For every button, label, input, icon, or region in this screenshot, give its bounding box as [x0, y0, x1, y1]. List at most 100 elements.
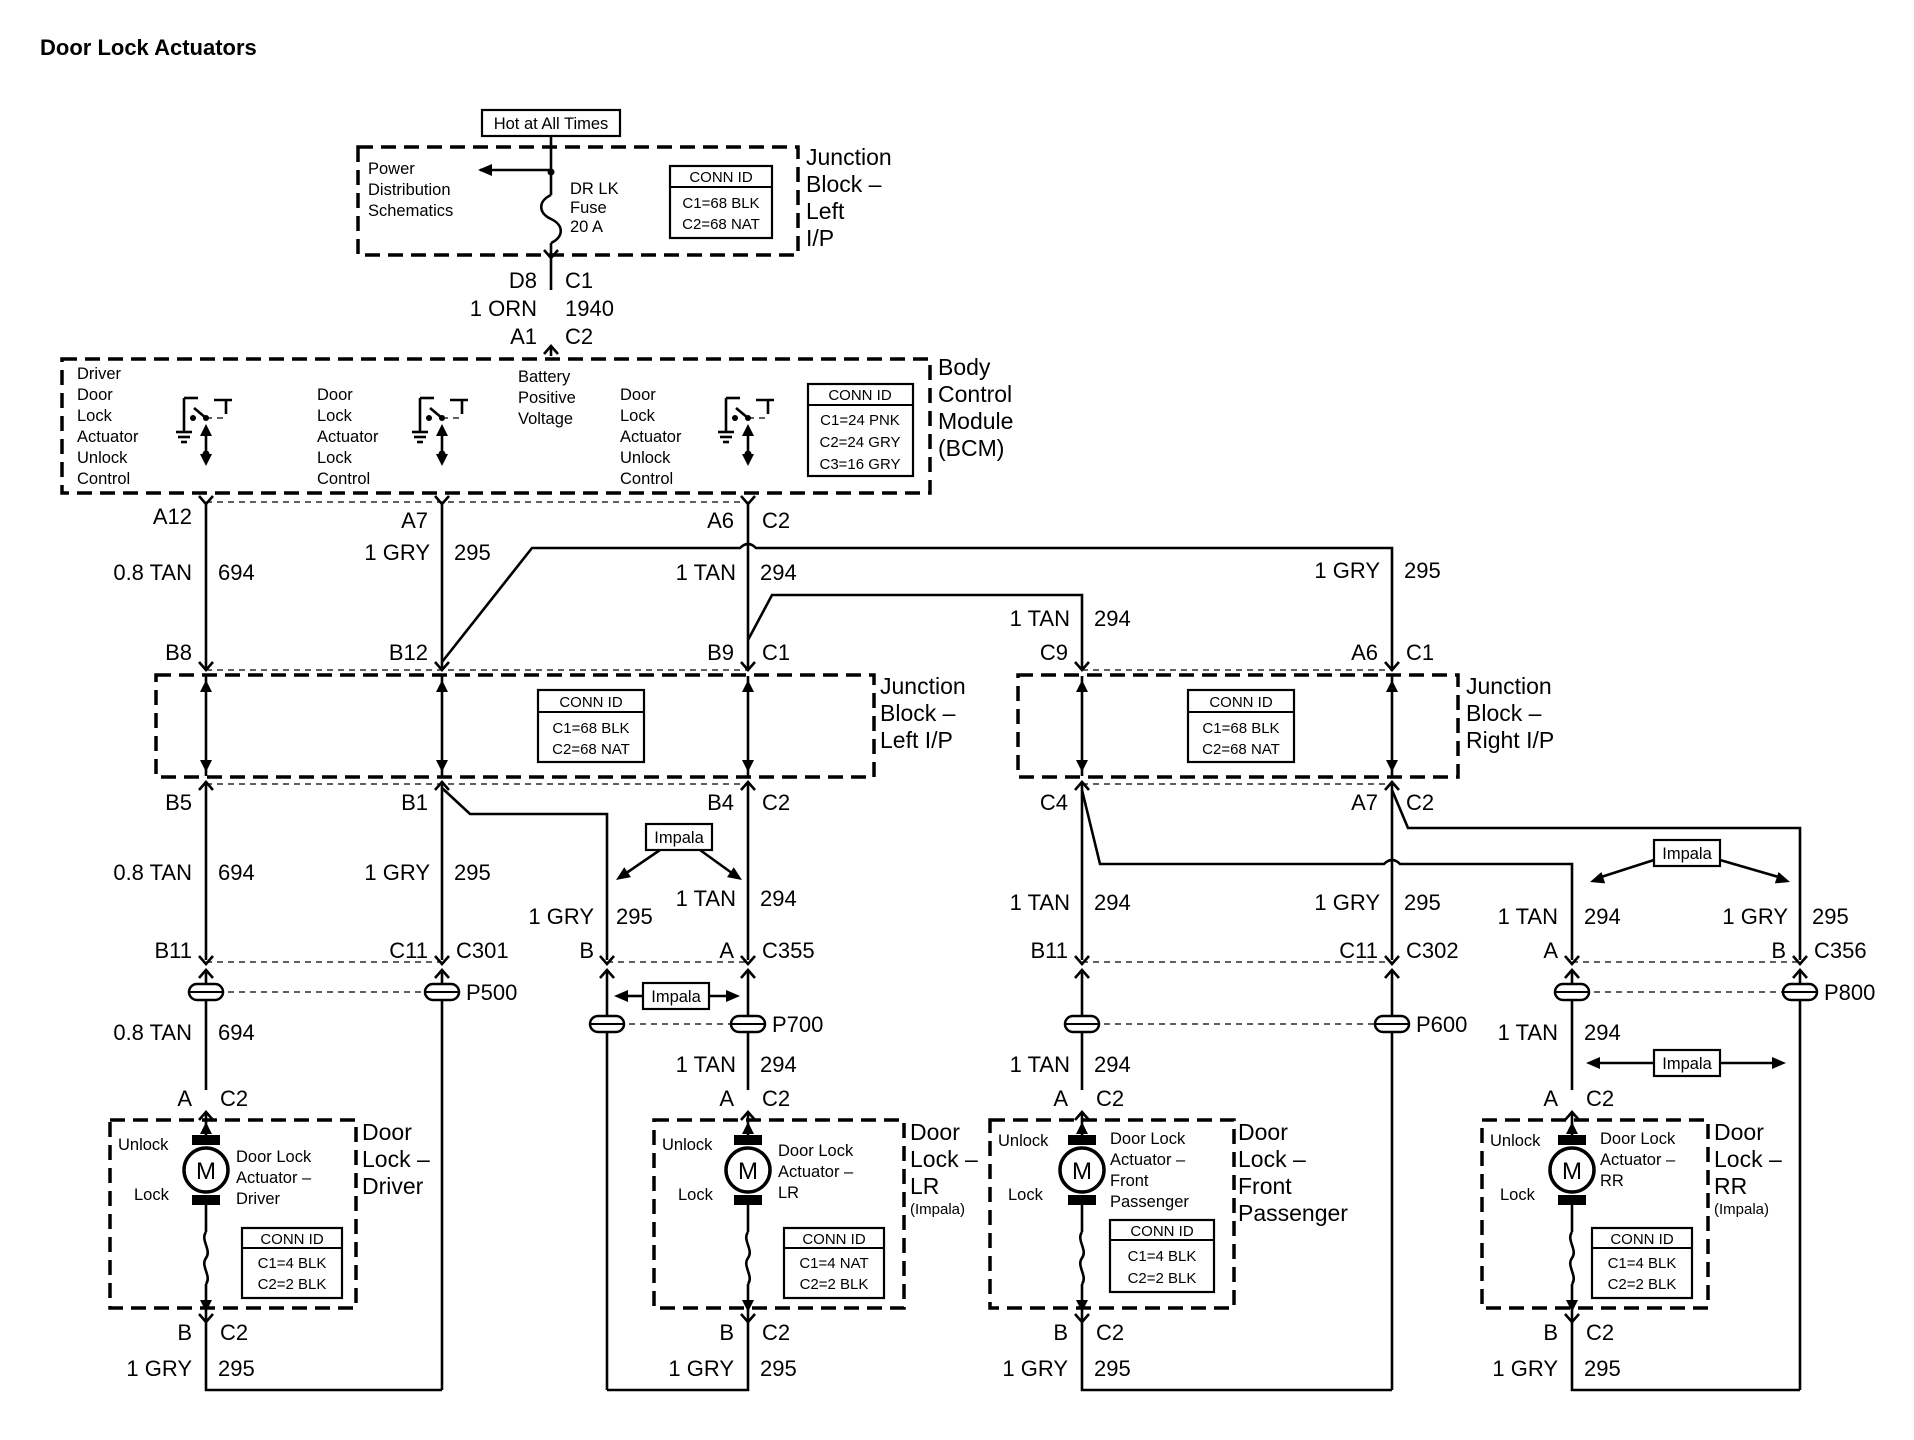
svg-text:Impala: Impala — [1662, 1055, 1712, 1073]
svg-text:1 GRY: 1 GRY — [1314, 890, 1380, 915]
svg-text:0.8 TAN: 0.8 TAN — [113, 1020, 192, 1045]
connector-row-labels: B11 C11 C301 B A C355 B11 C11 C302 A B C… — [154, 938, 1866, 963]
svg-text:294: 294 — [1584, 1020, 1621, 1045]
svg-text:Door Lock: Door Lock — [236, 1148, 312, 1166]
svg-text:Door: Door — [362, 1119, 412, 1145]
svg-text:B: B — [177, 1320, 192, 1345]
svg-text:1 GRY: 1 GRY — [364, 860, 430, 885]
svg-text:1 TAN: 1 TAN — [1498, 904, 1558, 929]
svg-text:Actuator: Actuator — [77, 428, 139, 446]
svg-text:Impala: Impala — [1662, 845, 1712, 863]
svg-text:694: 694 — [218, 560, 255, 585]
svg-text:294: 294 — [760, 560, 797, 585]
svg-text:C1=68 BLK: C1=68 BLK — [552, 720, 629, 737]
svg-text:C1=68 BLK: C1=68 BLK — [682, 195, 759, 212]
conn-id-bcm: CONN ID C1=24 PNK C2=24 GRY C3=16 GRY — [806, 382, 915, 478]
svg-text:Control: Control — [77, 470, 130, 488]
conn-id-jb-left: CONN ID C1=68 BLK C2=68 NAT — [536, 688, 646, 764]
door-lock-actuator-rr: M Unlock Lock Door Lock Actuator – RR CO… — [1480, 1112, 1710, 1320]
svg-text:B: B — [1771, 938, 1786, 963]
svg-text:Battery: Battery — [518, 368, 571, 386]
svg-text:M: M — [1072, 1158, 1092, 1185]
svg-text:Fuse: Fuse — [570, 199, 607, 217]
svg-text:Unlock: Unlock — [620, 449, 671, 467]
actuator-top-pin-labels: A C2 A C2 A C2 A C2 — [177, 1086, 1614, 1111]
bcm-name: Body Control Module (BCM) — [938, 354, 1013, 461]
svg-text:Lock: Lock — [1008, 1186, 1044, 1204]
svg-text:Junction: Junction — [806, 144, 892, 170]
svg-text:294: 294 — [760, 1052, 797, 1077]
svg-text:Voltage: Voltage — [518, 410, 573, 428]
body-control-module — [60, 357, 932, 495]
svg-text:1 GRY: 1 GRY — [126, 1356, 192, 1381]
svg-text:M: M — [196, 1158, 216, 1185]
svg-text:B12: B12 — [389, 640, 428, 665]
svg-text:294: 294 — [1094, 890, 1131, 915]
svg-text:CONN ID: CONN ID — [260, 1231, 324, 1248]
svg-text:1 GRY: 1 GRY — [528, 904, 594, 929]
jb-right-internal-wires — [1076, 676, 1398, 776]
svg-text:C2=2 BLK: C2=2 BLK — [1128, 1270, 1197, 1287]
svg-text:1 GRY: 1 GRY — [668, 1356, 734, 1381]
svg-text:I/P: I/P — [806, 225, 834, 251]
svg-text:Door Lock: Door Lock — [1600, 1130, 1676, 1148]
svg-text:Front: Front — [1238, 1173, 1292, 1199]
svg-text:1 ORN: 1 ORN — [470, 296, 537, 321]
svg-text:Impala: Impala — [651, 988, 701, 1006]
svg-text:C2: C2 — [762, 1320, 790, 1345]
svg-text:Right I/P: Right I/P — [1466, 727, 1554, 753]
svg-text:295: 295 — [616, 904, 653, 929]
svg-text:1 TAN: 1 TAN — [1498, 1020, 1558, 1045]
impala-label-p700: Impala — [614, 981, 740, 1011]
impala-label-p800: Impala — [1586, 1048, 1786, 1078]
svg-text:Left I/P: Left I/P — [880, 727, 953, 753]
svg-text:M: M — [738, 1158, 758, 1185]
svg-text:0.8 TAN: 0.8 TAN — [113, 860, 192, 885]
p800-label: P800 — [1824, 980, 1875, 1005]
svg-text:Module: Module — [938, 408, 1013, 434]
svg-text:CONN ID: CONN ID — [1130, 1223, 1194, 1240]
svg-text:(BCM): (BCM) — [938, 435, 1004, 461]
door-lock-actuator-driver: M Unlock Lock Door Lock Actuator – Drive… — [108, 1112, 358, 1320]
hot-at-all-times-label: Hot at All Times — [480, 108, 622, 138]
svg-text:B8: B8 — [165, 640, 192, 665]
svg-text:Block –: Block – — [1466, 700, 1542, 726]
lr-actuator-name: Door Lock – LR (Impala) — [910, 1119, 978, 1218]
svg-text:295: 295 — [760, 1356, 797, 1381]
bcm-lock-control-label: Door Lock Actuator Lock Control — [317, 386, 379, 488]
svg-text:B: B — [579, 938, 594, 963]
svg-text:A: A — [1053, 1086, 1068, 1111]
svg-text:C1=4 BLK: C1=4 BLK — [258, 1255, 327, 1272]
svg-text:(Impala): (Impala) — [910, 1201, 965, 1218]
svg-text:C301: C301 — [456, 938, 509, 963]
svg-text:Door Lock: Door Lock — [1110, 1130, 1186, 1148]
svg-text:Control: Control — [317, 470, 370, 488]
svg-text:Lock: Lock — [317, 407, 353, 425]
svg-text:A: A — [1543, 1086, 1558, 1111]
svg-text:C1: C1 — [1406, 640, 1434, 665]
svg-text:Unlock: Unlock — [662, 1136, 713, 1154]
svg-text:Body: Body — [938, 354, 991, 380]
svg-text:CONN ID: CONN ID — [559, 694, 623, 711]
svg-text:B: B — [719, 1320, 734, 1345]
svg-text:A: A — [177, 1086, 192, 1111]
svg-text:C1=68 BLK: C1=68 BLK — [1202, 720, 1279, 737]
svg-text:Actuator: Actuator — [620, 428, 682, 446]
impala-label-lr: Impala — [612, 822, 746, 885]
svg-text:A6: A6 — [707, 508, 734, 533]
svg-text:Driver: Driver — [77, 365, 122, 383]
rr-actuator-name: Door Lock – RR (Impala) — [1714, 1119, 1782, 1218]
svg-text:Block –: Block – — [880, 700, 956, 726]
svg-text:C2=2 BLK: C2=2 BLK — [258, 1276, 327, 1293]
svg-text:(Impala): (Impala) — [1714, 1201, 1769, 1218]
bcm-pin-labels: A12 A7 A6 C2 — [153, 504, 790, 533]
svg-text:C2=2 BLK: C2=2 BLK — [1608, 1276, 1677, 1293]
svg-text:Actuator –: Actuator – — [778, 1163, 854, 1181]
svg-text:LR: LR — [910, 1173, 939, 1199]
svg-text:Door: Door — [620, 386, 656, 404]
svg-text:Lock: Lock — [1500, 1186, 1536, 1204]
fuse-symbol — [539, 168, 563, 290]
svg-text:Unlock: Unlock — [77, 449, 128, 467]
jb-input-pin-labels: B8 B12 B9 C1 C9 A6 C1 — [165, 640, 1434, 665]
svg-text:C302: C302 — [1406, 938, 1459, 963]
